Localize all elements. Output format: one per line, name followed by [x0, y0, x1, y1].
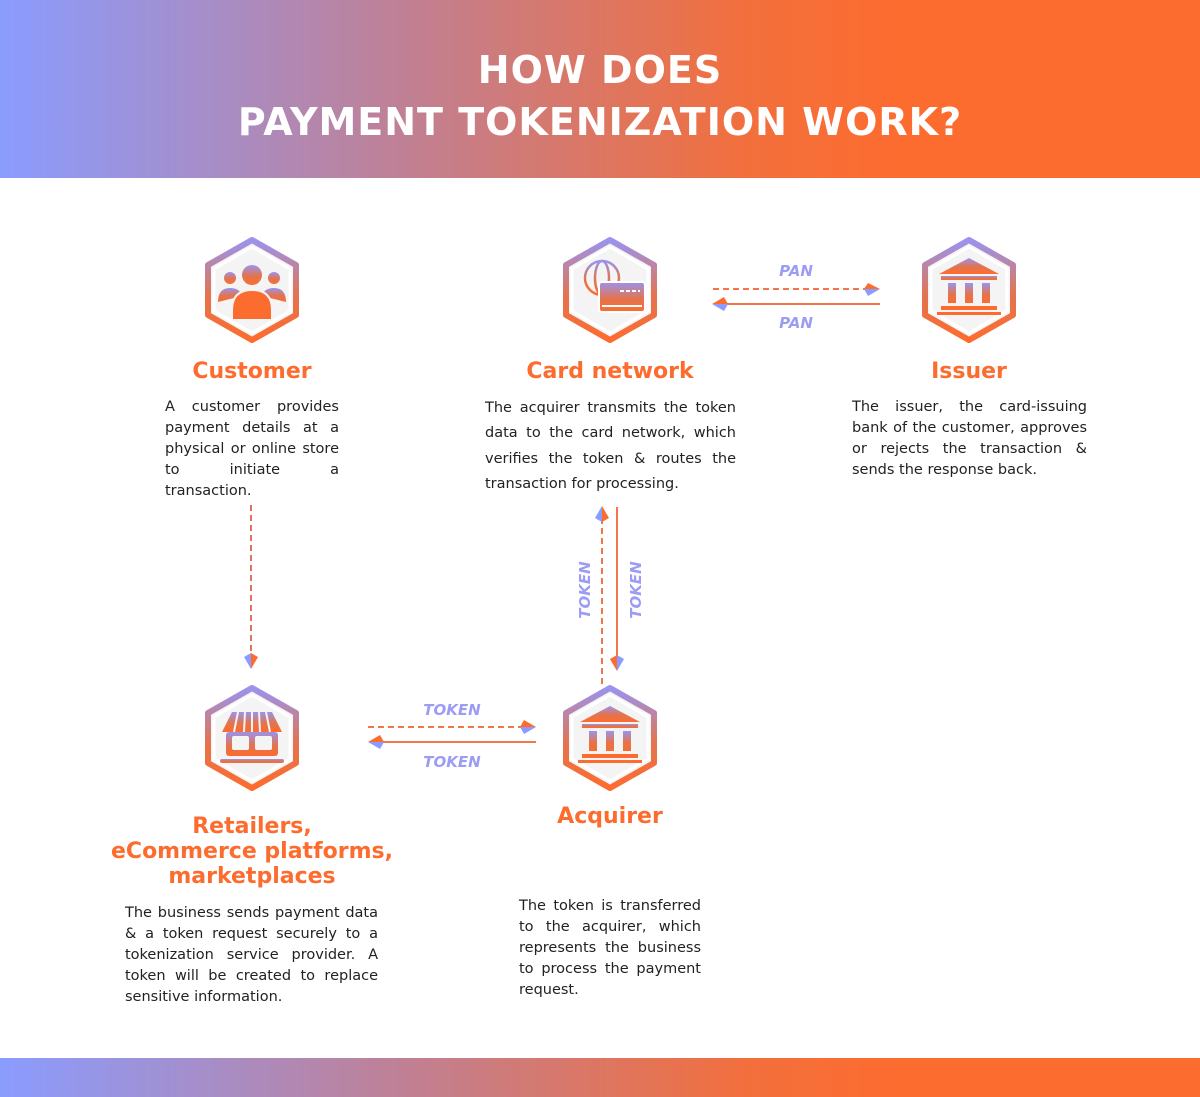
issuer-title: Issuer [931, 359, 1007, 384]
customer-description: A customer provides payment details at a… [165, 399, 339, 499]
card-network-title: Card network [526, 359, 694, 384]
issuer-description: The issuer, the card-issuing bank of the… [852, 399, 1087, 478]
retailers-hexagon [204, 684, 300, 792]
globe-card-icon [563, 237, 657, 343]
bank-icon [922, 237, 1016, 343]
retailers-title-line2: eCommerce platforms, [111, 839, 393, 864]
label-token-right: TOKEN [627, 561, 645, 619]
card-network-hexagon [562, 236, 658, 344]
card-network-description: The acquirer transmits the token data to… [485, 400, 736, 492]
acquirer-hexagon [562, 684, 658, 792]
issuer-hexagon [921, 236, 1017, 344]
retailers-title-line3: marketplaces [168, 864, 336, 889]
retailers-description: The business sends payment data & a toke… [125, 905, 378, 1005]
label-token-top: TOKEN [423, 701, 481, 719]
storefront-icon [205, 685, 299, 791]
customer-hexagon [204, 236, 300, 344]
acquirer-title: Acquirer [557, 804, 663, 829]
label-pan-bottom: PAN [779, 314, 813, 332]
acquirer-description: The token is transferred to the acquirer… [519, 898, 701, 998]
label-pan-top: PAN [779, 262, 813, 280]
label-token-bottom: TOKEN [423, 753, 481, 771]
page-title-line2: PAYMENT TOKENIZATION WORK? [237, 100, 963, 144]
footer-bar [0, 1058, 1200, 1097]
people-icon [205, 237, 299, 343]
retailers-title-line1: Retailers, [192, 814, 312, 839]
arrowheads [244, 283, 880, 749]
customer-title: Customer [192, 359, 312, 384]
page-title-line1: HOW DOES [477, 48, 723, 92]
bank-icon [563, 685, 657, 791]
label-token-left: TOKEN [576, 561, 594, 619]
retailers-title: Retailers, eCommerce platforms, marketpl… [92, 814, 412, 889]
header-banner: HOW DOES PAYMENT TOKENIZATION WORK? [0, 0, 1200, 178]
